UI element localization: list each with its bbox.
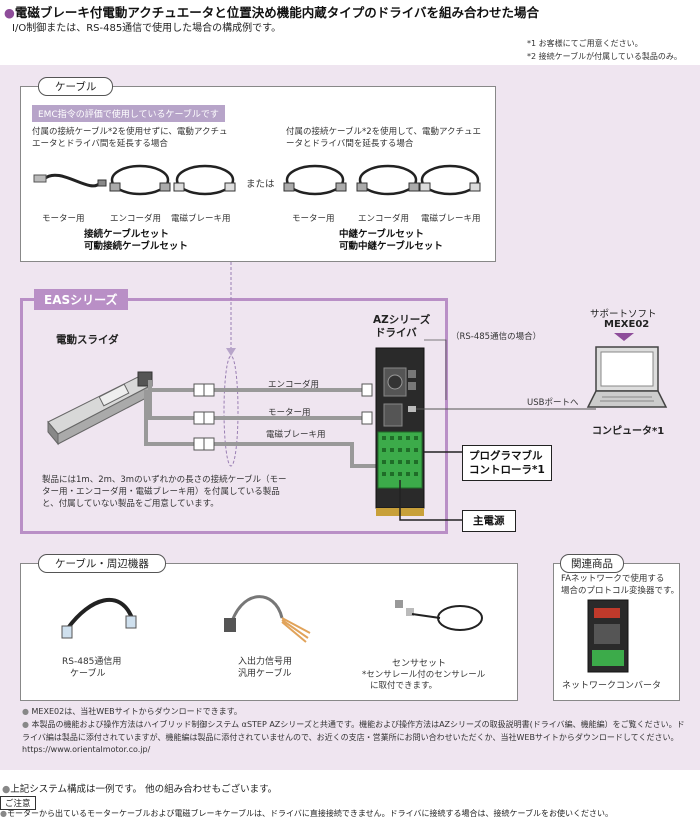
encoder-cable-line-a — [148, 380, 198, 392]
computer-label: コンピュータ*1 — [592, 426, 665, 437]
connector-motor-3 — [361, 411, 373, 425]
encoder-line-label: エンコーダ用 — [268, 380, 320, 390]
page-subtitle: I/O制御または、RS-485通信で使用した場合の構成例です。 — [12, 23, 282, 34]
rs485-note: （RS-485通信の場合） — [451, 332, 542, 342]
footnote-1: *1 お客様にてご用意ください。 — [527, 39, 643, 48]
or-label: または — [246, 179, 275, 190]
eas-series-frame — [20, 298, 448, 534]
encoder-cable-icon — [109, 164, 171, 196]
footnote-az: ● 本製品の機能および操作方法はハイブリッド制御システム αSTEP AZシリー… — [22, 720, 685, 754]
motor-cable-line-a — [148, 390, 198, 420]
cable-panel-tab: ケーブル — [38, 77, 114, 96]
left-set-1: 接続ケーブルセット — [84, 229, 169, 240]
io-cable-icon — [224, 595, 311, 643]
connector-motor-2 — [203, 411, 215, 425]
arrow-down-icon — [226, 348, 236, 356]
cable-illustrations — [33, 164, 481, 196]
connector-motor-1 — [193, 411, 205, 425]
usb-port-icon — [408, 406, 416, 412]
page-title: ●電磁ブレーキ付電動アクチュエータと位置決め機能内蔵タイプのドライバを組み合わせ… — [4, 5, 540, 20]
brake-line-label: 電磁ブレーキ用 — [266, 430, 326, 440]
left-desc: 付属の接続ケーブル*2を使用せずに、電動アクチュエータとドライバ間を延長する場合 — [32, 127, 228, 149]
footnote-mexe: ● MEXE02は、当社WEBサイトからダウンロードできます。 — [22, 707, 242, 716]
relay-brake-cable-icon — [419, 164, 481, 196]
right-set-1: 中継ケーブルセット — [339, 229, 424, 240]
motor-cable-icon — [33, 173, 107, 188]
left-item-motor: モーター用 — [42, 214, 85, 224]
plc-box: プログラマブル コントローラ*1 — [462, 445, 552, 481]
right-item-brake: 電磁ブレーキ用 — [421, 214, 481, 224]
bullet-icon: ● — [4, 5, 15, 20]
electric-slider-illustration — [47, 371, 153, 446]
footnote-2: *2 接続ケーブルが付属している製品のみ。 — [527, 52, 682, 61]
emc-badge: EMC指令の評価で使用しているケーブルです — [32, 105, 225, 122]
related-desc: FAネットワークで使用する 場合のプロトコル変換器です。 — [561, 574, 680, 596]
related-name: ネットワークコンバータ — [562, 681, 662, 691]
connector-brake-2 — [203, 437, 215, 451]
peripherals-tab: ケーブル・周辺機器 — [38, 554, 166, 573]
caution-tag: ご注意 — [0, 796, 36, 810]
left-item-encoder: エンコーダ用 — [110, 214, 162, 224]
eas-series-tab: EASシリーズ — [34, 289, 128, 310]
peripherals-panel — [20, 563, 518, 701]
power-line — [399, 480, 462, 521]
right-desc: 付属の接続ケーブル*2を使用して、電動アクチュエータとドライバ間を延長する場合 — [286, 127, 482, 149]
right-item-motor: モーター用 — [292, 214, 335, 224]
network-converter-illustration — [587, 599, 629, 673]
left-item-brake: 電磁ブレーキ用 — [171, 214, 231, 224]
connector-encoder-3 — [361, 383, 373, 397]
sensor-set-icon — [395, 600, 483, 631]
arrow-down-icon — [614, 333, 634, 341]
sensor-note-2: に取付できます。 — [370, 681, 438, 691]
brake-cable-line-b — [214, 442, 376, 468]
motor-line-label: モーター用 — [268, 408, 311, 418]
cable-extension-ellipse — [223, 355, 239, 467]
software-label: サポートソフト — [590, 309, 657, 320]
connector-encoder-2 — [203, 383, 215, 397]
related-tab: 関連商品 — [560, 554, 624, 573]
main-power-box: 主電源 — [462, 510, 516, 532]
connector-brake-1 — [193, 437, 205, 451]
sensor-set-label: センサセット — [392, 659, 447, 669]
right-set-2: 可動中継ケーブルセット — [339, 241, 443, 252]
system-note: ●上記システム構成は一例です。 他の組み合わせもございます。 — [2, 784, 278, 795]
rs485-cable-label: RS-485通信用 ケーブル — [62, 657, 122, 679]
rs485-cable-icon — [61, 598, 137, 639]
slider-label: 電動スライダ — [56, 334, 119, 346]
eas-note: 製品には1m、2m、3mのいずれかの長さの接続ケーブル（モーター用・エンコーダ用… — [42, 475, 287, 509]
rs485-bracket-line — [424, 339, 447, 400]
connector-encoder-1 — [193, 383, 205, 397]
sensor-note-1: *センサレール付のセンサレール — [362, 670, 486, 680]
software-name: MEXE02 — [604, 319, 650, 330]
computer-illustration — [586, 333, 668, 408]
right-item-encoder: エンコーダ用 — [358, 214, 410, 224]
io-cable-label: 入出力信号用 汎用ケーブル — [238, 657, 293, 679]
left-set-2: 可動接続ケーブルセット — [84, 241, 188, 252]
caution-text: ●モーターから出ているモーターケーブルおよび電磁ブレーキケーブルは、ドライバに直… — [0, 809, 613, 818]
wiring-diagram — [47, 262, 596, 521]
laptop-icon — [586, 346, 668, 408]
usb-label: USBポートへ — [527, 398, 579, 408]
relay-motor-cable-icon — [283, 164, 347, 196]
relay-encoder-cable-icon — [356, 164, 420, 196]
brake-cable-line-a — [144, 390, 198, 446]
driver-label: AZシリーズ ドライバ — [373, 314, 431, 339]
brake-cable-icon — [173, 164, 236, 196]
peripherals-illustrations — [61, 595, 483, 643]
